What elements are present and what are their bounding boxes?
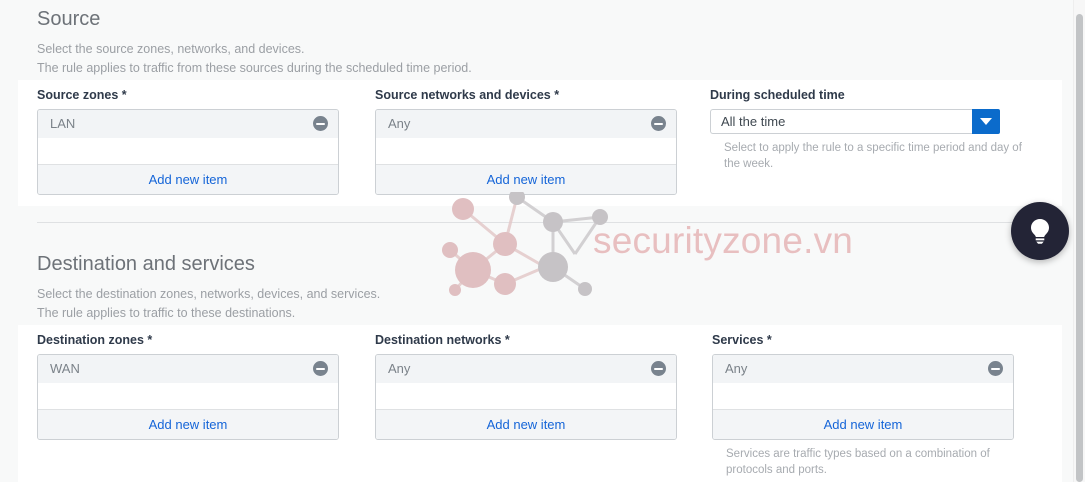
list-item: WAN bbox=[38, 355, 338, 383]
field-during-scheduled-time: During scheduled time All the time Selec… bbox=[710, 88, 1030, 172]
field-services: Services * Any Add new item Services are… bbox=[712, 333, 1014, 478]
source-networks-add-new-item[interactable]: Add new item bbox=[376, 165, 676, 194]
source-networks-listbox[interactable]: Any Add new item bbox=[375, 109, 677, 195]
during-scheduled-time-label: During scheduled time bbox=[710, 88, 845, 102]
watermark-securityzone: securityzone.vn bbox=[425, 189, 895, 297]
remove-icon[interactable] bbox=[313, 361, 328, 376]
lightbulb-icon bbox=[1031, 219, 1049, 244]
list-item: LAN bbox=[38, 110, 338, 138]
during-scheduled-time-helper: Select to apply the rule to a specific t… bbox=[724, 142, 1022, 170]
source-networks-item-0: Any bbox=[388, 116, 411, 131]
watermark-network-graph bbox=[442, 189, 608, 296]
destination-subtitle-1: Select the destination zones, networks, … bbox=[37, 287, 381, 301]
destination-section-header: Destination and services Select the dest… bbox=[37, 251, 380, 323]
destination-panel: Destination zones * WAN Add new item Des… bbox=[18, 325, 1062, 482]
source-zones-listbox[interactable]: LAN Add new item bbox=[37, 109, 339, 195]
list-item: Any bbox=[376, 110, 676, 138]
during-scheduled-time-select[interactable]: All the time bbox=[710, 109, 1000, 134]
field-destination-zones: Destination zones * WAN Add new item bbox=[37, 333, 339, 440]
listbox-empty-area bbox=[713, 383, 1013, 410]
services-listbox[interactable]: Any Add new item bbox=[712, 354, 1014, 440]
listbox-empty-area bbox=[376, 383, 676, 410]
listbox-empty-area bbox=[376, 138, 676, 165]
destination-zones-item-0: WAN bbox=[50, 361, 80, 376]
remove-icon[interactable] bbox=[313, 116, 328, 131]
remove-icon[interactable] bbox=[988, 361, 1003, 376]
remove-icon[interactable] bbox=[651, 116, 666, 131]
destination-zones-add-new-item[interactable]: Add new item bbox=[38, 410, 338, 439]
destination-zones-listbox[interactable]: WAN Add new item bbox=[37, 354, 339, 440]
source-section-header: Source Select the source zones, networks… bbox=[37, 6, 472, 78]
services-item-0: Any bbox=[725, 361, 748, 376]
source-panel: Source zones * LAN Add new item Source n… bbox=[18, 80, 1062, 206]
services-add-new-item[interactable]: Add new item bbox=[713, 410, 1013, 439]
services-label: Services * bbox=[712, 333, 772, 347]
source-subtitle-1: Select the source zones, networks, and d… bbox=[37, 42, 305, 56]
chevron-down-icon[interactable] bbox=[972, 109, 1000, 134]
field-source-networks: Source networks and devices * Any Add ne… bbox=[375, 88, 677, 195]
destination-subtitle-2: The rule applies to traffic to these des… bbox=[37, 306, 296, 320]
listbox-empty-area bbox=[38, 138, 338, 165]
field-destination-networks: Destination networks * Any Add new item bbox=[375, 333, 677, 440]
source-networks-label: Source networks and devices * bbox=[375, 88, 560, 102]
section-divider bbox=[37, 222, 1060, 223]
list-item: Any bbox=[713, 355, 1013, 383]
destination-networks-add-new-item[interactable]: Add new item bbox=[376, 410, 676, 439]
source-zones-label: Source zones * bbox=[37, 88, 127, 102]
source-title: Source bbox=[37, 8, 101, 30]
destination-networks-item-0: Any bbox=[388, 361, 411, 376]
help-floating-button[interactable] bbox=[1011, 202, 1069, 260]
field-source-zones: Source zones * LAN Add new item bbox=[37, 88, 339, 195]
source-zones-item-0: LAN bbox=[50, 116, 76, 131]
destination-zones-label: Destination zones * bbox=[37, 333, 153, 347]
list-item: Any bbox=[376, 355, 676, 383]
services-helper: Services are traffic types based on a co… bbox=[726, 448, 990, 476]
destination-networks-label: Destination networks * bbox=[375, 333, 510, 347]
destination-networks-listbox[interactable]: Any Add new item bbox=[375, 354, 677, 440]
listbox-empty-area bbox=[38, 383, 338, 410]
during-scheduled-time-value[interactable]: All the time bbox=[710, 109, 972, 134]
source-zones-add-new-item[interactable]: Add new item bbox=[38, 165, 338, 194]
source-subtitle-2: The rule applies to traffic from these s… bbox=[37, 61, 472, 75]
remove-icon[interactable] bbox=[651, 361, 666, 376]
destination-title: Destination and services bbox=[37, 253, 255, 275]
watermark-text: securityzone.vn bbox=[593, 220, 854, 261]
vertical-scrollbar-thumb[interactable] bbox=[1076, 14, 1083, 482]
